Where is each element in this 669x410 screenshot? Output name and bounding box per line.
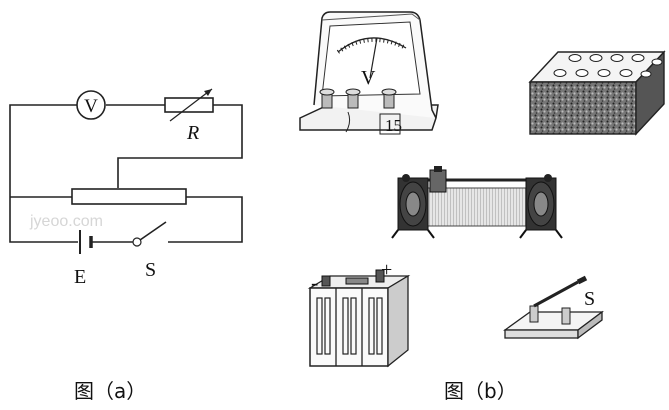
left-wire — [9, 104, 78, 243]
caption-a: 图（a） — [74, 379, 146, 403]
battery-plus-label: + — [381, 259, 392, 281]
variable-resistor-symbol: R — [164, 88, 214, 144]
apparatus-picture: V 15 — [299, 11, 666, 368]
voltmeter-label: V — [84, 96, 98, 117]
voltmeter-symbol: V — [76, 90, 106, 120]
caption-b: 图（b） — [444, 379, 517, 403]
device-voltmeter-label: V — [361, 67, 376, 89]
battery-symbol: E — [74, 230, 93, 288]
circuit-schematic: V R E S jyeoo.com — [9, 88, 243, 288]
slider-tap-wire — [117, 104, 243, 188]
voltmeter-device: V 15 — [299, 11, 439, 135]
battery-device: - + — [307, 259, 411, 368]
rheostat-symbol — [71, 188, 187, 205]
rheostat-right-wire — [168, 196, 243, 243]
switch-label: S — [145, 259, 156, 281]
battery-minus-label: - — [311, 270, 318, 295]
knife-switch-device: S — [502, 275, 604, 340]
resistor-label: R — [186, 122, 199, 144]
battery-label: E — [74, 266, 86, 288]
switch-symbol: S — [132, 221, 167, 281]
device-switch-label: S — [584, 288, 595, 310]
resistance-box — [528, 50, 666, 136]
watermark: jyeoo.com — [29, 213, 103, 230]
meter-terminal-label: 15 — [385, 116, 402, 135]
sliding-rheostat-device — [391, 166, 563, 239]
